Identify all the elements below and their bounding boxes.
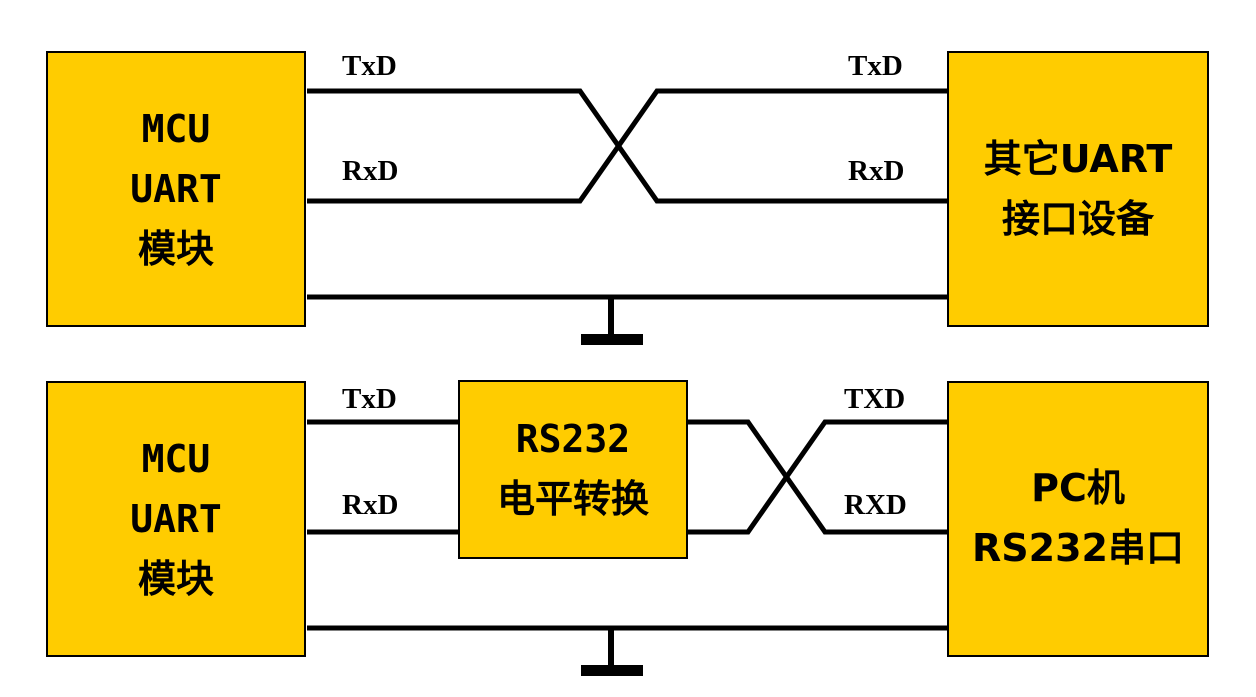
bottom-left-rxd-label: RxD <box>342 489 398 521</box>
top-ground-symbol <box>581 334 643 345</box>
top-left-rxd-label: RxD <box>342 155 398 187</box>
top-diagram: MCU UART 模块 其它UART 接口设备 TxD RxD TxD RxD <box>46 50 1209 345</box>
pc-label-line2: RS232串口 <box>972 526 1184 570</box>
top-right-txd-label: TxD <box>848 50 903 82</box>
bottom-mcu-label-line3: 模块 <box>138 557 214 601</box>
bottom-left-txd-label: TxD <box>342 383 397 415</box>
pc-label-line1: PC机 <box>1031 466 1125 510</box>
bottom-mcu-label-line1: MCU <box>142 437 211 481</box>
top-mcu-label-line2: UART <box>130 167 222 211</box>
converter-label-line1: RS232 <box>516 417 630 461</box>
top-left-txd-label: TxD <box>342 50 397 82</box>
bottom-right-rxd-label: RXD <box>844 489 907 521</box>
bottom-mcu-label-line2: UART <box>130 497 222 541</box>
top-mcu-label-line1: MCU <box>142 107 211 151</box>
bottom-txd-wire-right <box>688 419 947 535</box>
bottom-mcu-uart-box: MCU UART 模块 <box>46 381 306 657</box>
top-device-label-line2: 接口设备 <box>1002 197 1155 241</box>
top-ground-stem <box>608 297 614 335</box>
bottom-right-txd-label: TXD <box>844 383 905 415</box>
top-mcu-uart-box: MCU UART 模块 <box>46 51 306 327</box>
bottom-diagram: MCU UART 模块 RS232 电平转换 PC机 RS232串口 TxD R… <box>46 380 1209 676</box>
top-other-uart-device-box: 其它UART 接口设备 <box>947 51 1209 327</box>
top-rxd-wire <box>307 88 947 204</box>
converter-label-line2: 电平转换 <box>497 477 649 521</box>
bottom-ground-symbol <box>581 665 643 676</box>
rs232-level-converter-box: RS232 电平转换 <box>458 380 688 559</box>
top-right-rxd-label: RxD <box>848 155 904 187</box>
top-device-label-line1: 其它UART <box>984 137 1173 181</box>
pc-rs232-port-box: PC机 RS232串口 <box>947 381 1209 657</box>
bottom-ground-stem <box>608 628 614 666</box>
bottom-rxd-wire-right <box>688 419 947 535</box>
top-mcu-label-line3: 模块 <box>138 227 214 271</box>
